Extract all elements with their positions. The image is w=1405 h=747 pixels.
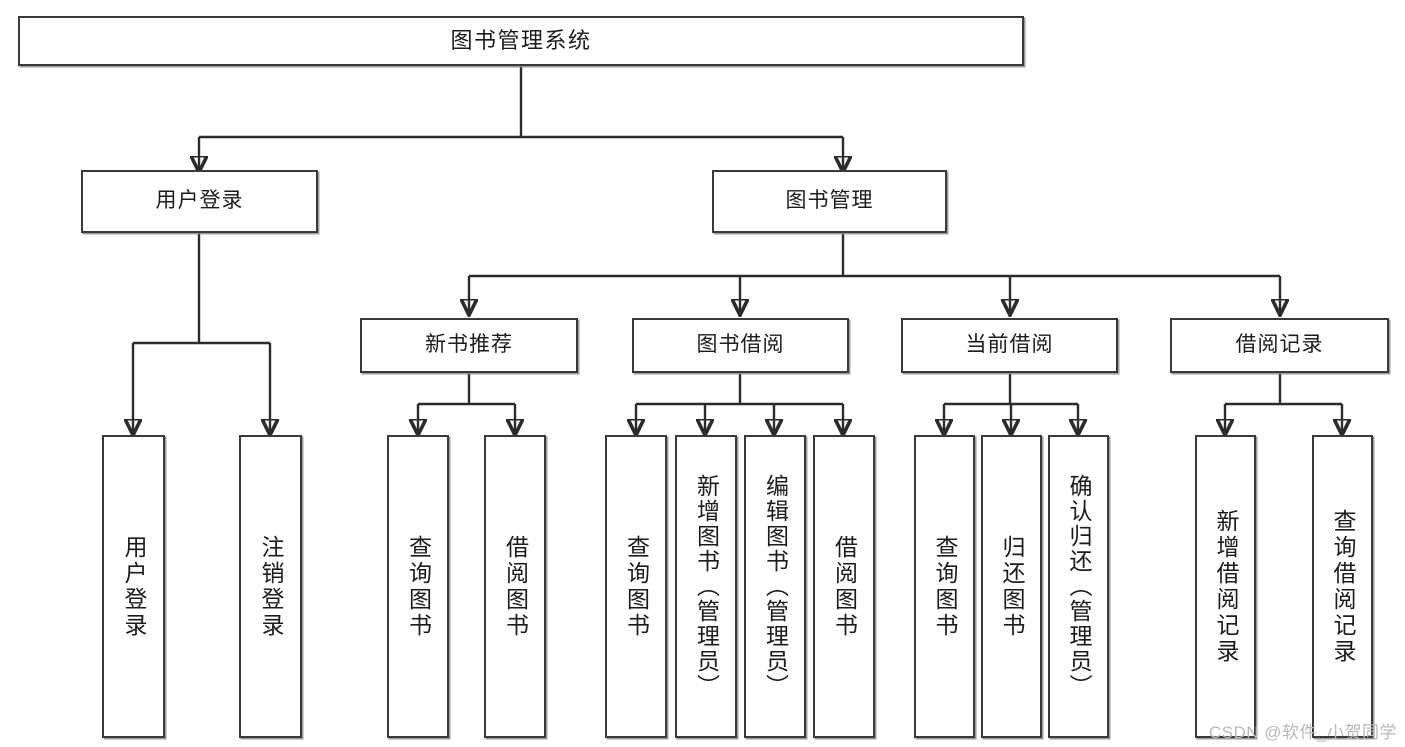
node-borrow-record[interactable]: 借阅记录 [1170,318,1389,373]
leaf-add-borrow-record[interactable]: 新增借阅记录 [1195,435,1256,738]
node-label: 图书借阅 [696,333,785,357]
node-label: 查询图书 [932,534,958,639]
leaf-return-book[interactable]: 归还图书 [981,435,1042,738]
node-root-book-management-system[interactable]: 图书管理系统 [18,16,1024,66]
node-label: 新书推荐 [425,333,513,357]
node-label: 用户登录 [155,189,244,213]
node-current-borrow[interactable]: 当前借阅 [901,318,1118,373]
node-label: 查询图书 [405,534,432,639]
leaf-confirm-return-admin[interactable]: 确认归还（管理员） [1048,435,1109,738]
node-new-book-recommend[interactable]: 新书推荐 [360,318,578,373]
node-label: 新增图书（管理员） [693,474,720,699]
leaf-query-book-nbr[interactable]: 查询图书 [387,435,449,738]
node-label: 新增借阅记录 [1213,508,1239,665]
node-label: 图书管理 [785,189,874,213]
leaf-query-book-cb[interactable]: 查询图书 [914,435,975,738]
node-label: 归还图书 [999,534,1025,639]
node-label: 图书管理系统 [450,28,592,54]
leaf-borrow-book-bb[interactable]: 借阅图书 [813,435,875,738]
node-label: 借阅图书 [502,534,529,639]
node-book-management[interactable]: 图书管理 [712,170,947,233]
leaf-add-book-admin[interactable]: 新增图书（管理员） [675,435,737,738]
node-label: 注销登录 [258,534,284,639]
node-label: 确认归还（管理员） [1066,474,1092,699]
node-label: 用户登录 [121,534,147,639]
csdn-watermark: CSDN @软件_小贺同学 [1208,723,1397,742]
node-user-login[interactable]: 用户登录 [81,170,318,233]
node-label: 借阅记录 [1235,333,1324,357]
node-label: 查询图书 [623,534,650,639]
leaf-query-book-bb[interactable]: 查询图书 [605,435,667,738]
leaf-query-borrow-record[interactable]: 查询借阅记录 [1312,435,1373,738]
node-label: 编辑图书（管理员） [762,474,789,699]
node-label: 查询借阅记录 [1330,508,1356,665]
leaf-user-login[interactable]: 用户登录 [102,435,165,738]
node-label: 当前借阅 [965,333,1054,357]
node-label: 借阅图书 [831,534,858,639]
node-book-borrow[interactable]: 图书借阅 [632,318,849,373]
leaf-logout[interactable]: 注销登录 [239,435,302,738]
leaf-edit-book-admin[interactable]: 编辑图书（管理员） [744,435,806,738]
leaf-borrow-book-nbr[interactable]: 借阅图书 [484,435,546,738]
